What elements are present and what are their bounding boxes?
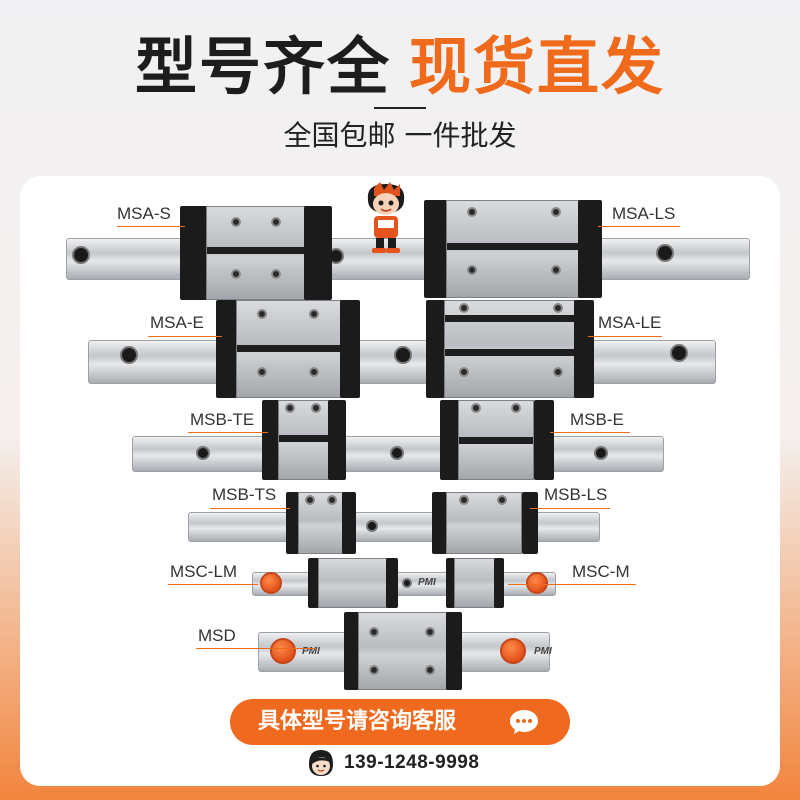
label-line [188,432,268,433]
rail-row-4 [188,512,600,542]
block-msc-lm [308,558,398,608]
rail-plug [270,638,296,664]
block-msb-ts [286,492,356,554]
consult-button-label: 具体型号请咨询客服 [258,709,457,734]
label-line [168,584,258,585]
label-line [148,336,222,337]
rail-hole [670,344,688,362]
label-line [117,226,185,227]
label-msb-te: MSB-TE [190,410,255,429]
consult-button[interactable]: 具体型号请咨询客服 [230,699,570,745]
label-msa-le: MSA-LE [598,313,662,332]
rail-plug [260,572,282,594]
label-msa-ls: MSA-LS [612,204,676,223]
block-msb-te [262,400,346,480]
block-msa-s [180,206,332,300]
rail-hole [366,520,378,532]
label-line [588,336,662,337]
subtitle: 全国包邮 一件批发 [283,119,517,152]
block-msa-ls [424,200,602,298]
rail-hole [594,446,608,460]
rail-plug [500,638,526,664]
chat-bubble-icon [510,710,538,734]
brand-mark: PMI [302,646,320,657]
label-msd: MSD [198,626,236,645]
label-line [196,648,316,649]
headline-accent: 现货直发 [409,30,666,103]
label-line [210,508,290,509]
block-msa-le [426,300,594,398]
rail-hole [120,346,138,364]
rail-hole [72,246,90,264]
block-msb-ls [432,492,538,554]
phone-number[interactable]: 139-1248-9998 [344,752,480,773]
service-avatar-icon [309,750,333,776]
headline-main: 型号齐全 [134,30,391,103]
label-line [550,432,630,433]
label-msc-m: MSC-M [572,562,630,581]
headline: 型号齐全现货直发 [0,32,800,102]
brand-mark: PMI [418,577,436,588]
rail-hole [390,446,404,460]
label-msc-lm: MSC-LM [170,562,238,581]
block-msa-e [216,300,360,398]
rail-hole [394,346,412,364]
rail-hole [656,244,674,262]
label-line [530,508,610,509]
label-msb-e: MSB-E [570,410,624,429]
label-msa-e: MSA-E [150,313,204,332]
block-msc-m [446,558,504,608]
divider [374,107,426,109]
rail-hole [402,578,412,588]
mascot-icon [367,182,405,253]
label-line [508,584,636,585]
label-msa-s: MSA-S [117,204,171,223]
label-msb-ts: MSB-TS [212,485,277,504]
block-msb-e [440,400,554,480]
rail-hole [196,446,210,460]
rail-plug [526,572,548,594]
label-msb-ls: MSB-LS [544,485,608,504]
block-msd [344,612,462,690]
label-line [598,226,680,227]
brand-mark: PMI [534,646,552,657]
